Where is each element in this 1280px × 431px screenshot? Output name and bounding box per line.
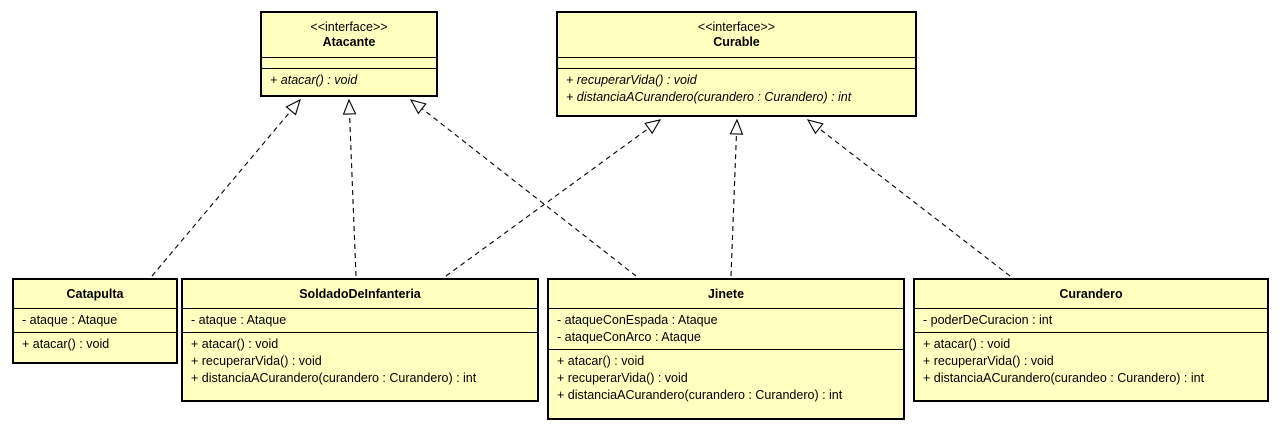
- catapulta-name: Catapulta: [66, 287, 124, 301]
- atacante-attributes-section: [262, 57, 436, 68]
- atacante-name: Atacante: [322, 35, 376, 49]
- curandero-attributes-section: - poderDeCuracion : int: [915, 308, 1267, 332]
- jinete-header: Jinete: [549, 280, 903, 308]
- class-soldadodeinfanteria[interactable]: SoldadoDeInfanteria - ataque : Ataque + …: [181, 278, 539, 402]
- soldado-attributes-section: - ataque : Ataque: [183, 308, 537, 332]
- jinete-method: + atacar() : void: [557, 354, 645, 368]
- interface-curable[interactable]: <<interface>> Curable + recuperarVida() …: [556, 11, 917, 117]
- soldado-methods-section: + atacar() : void + recuperarVida() : vo…: [183, 332, 537, 390]
- jinete-attribute: - ataqueConEspada : Ataque: [557, 313, 718, 327]
- class-curandero[interactable]: Curandero - poderDeCuracion : int + atac…: [913, 278, 1269, 402]
- catapulta-header: Catapulta: [14, 280, 176, 308]
- soldado-header: SoldadoDeInfanteria: [183, 280, 537, 308]
- soldado-method: + distanciaACurandero(curandero : Curand…: [191, 371, 477, 385]
- realization-arrowhead-curandero-curable: [806, 119, 824, 135]
- curandero-method: + recuperarVida() : void: [923, 354, 1054, 368]
- realization-line-soldado-atacante: [349, 113, 357, 277]
- jinete-method: + distanciaACurandero(curandero : Curand…: [557, 388, 843, 402]
- curable-name: Curable: [713, 35, 760, 49]
- jinete-attributes-section: - ataqueConEspada : Ataque - ataqueConAr…: [549, 308, 903, 349]
- atacante-methods-section: + atacar() : void: [262, 68, 436, 92]
- catapulta-attributes-section: - ataque : Ataque: [14, 308, 176, 332]
- curandero-methods-section: + atacar() : void + recuperarVida() : vo…: [915, 332, 1267, 390]
- realization-arrowhead-soldado-curable: [644, 119, 662, 135]
- curandero-method: + distanciaACurandero(curandeo : Curande…: [923, 371, 1205, 385]
- jinete-name: Jinete: [707, 287, 745, 301]
- atacante-stereotype: <<interface>>: [310, 20, 388, 34]
- curable-header: <<interface>> Curable: [558, 13, 915, 57]
- curandero-name: Curandero: [1059, 287, 1123, 301]
- curandero-attribute: - poderDeCuracion : int: [923, 313, 1053, 327]
- curable-stereotype: <<interface>>: [697, 20, 776, 34]
- curandero-header: Curandero: [915, 280, 1267, 308]
- curandero-method: + atacar() : void: [923, 337, 1011, 351]
- jinete-methods-section: + atacar() : void + recuperarVida() : vo…: [549, 349, 903, 407]
- realization-line-curandero-curable: [818, 128, 1011, 277]
- interface-atacante[interactable]: <<interface>> Atacante + atacar() : void: [260, 11, 438, 97]
- catapulta-method: + atacar() : void: [22, 337, 110, 351]
- jinete-method: + recuperarVida() : void: [557, 371, 688, 385]
- realization-line-jinete-atacante: [421, 108, 637, 277]
- curable-attributes-section: [558, 57, 915, 68]
- realization-line-soldado-curable: [445, 127, 650, 277]
- catapulta-attribute: - ataque : Ataque: [22, 313, 118, 327]
- realization-line-catapulta-atacante: [151, 110, 292, 277]
- class-jinete[interactable]: Jinete - ataqueConEspada : Ataque - ataq…: [547, 278, 905, 420]
- jinete-attribute: - ataqueConArco : Ataque: [557, 330, 701, 344]
- soldado-attribute: - ataque : Ataque: [191, 313, 287, 327]
- curable-method: + distanciaACurandero(curandero : Curand…: [566, 90, 852, 104]
- soldado-name: SoldadoDeInfanteria: [299, 287, 421, 301]
- realization-arrowhead-jinete-curable: [729, 118, 744, 135]
- curable-methods-section: + recuperarVida() : void + distanciaACur…: [558, 68, 915, 109]
- realization-arrowhead-soldado-atacante: [342, 98, 357, 115]
- catapulta-methods-section: + atacar() : void: [14, 332, 176, 356]
- curable-method: + recuperarVida() : void: [566, 73, 697, 87]
- realization-line-jinete-curable: [730, 133, 738, 277]
- class-catapulta[interactable]: Catapulta - ataque : Ataque + atacar() :…: [12, 278, 178, 364]
- realization-arrowhead-jinete-atacante: [409, 99, 427, 115]
- atacante-header: <<interface>> Atacante: [262, 13, 436, 57]
- soldado-method: + atacar() : void: [191, 337, 279, 351]
- realization-arrowhead-catapulta-atacante: [285, 98, 301, 116]
- atacante-method: + atacar() : void: [270, 73, 358, 87]
- soldado-method: + recuperarVida() : void: [191, 354, 322, 368]
